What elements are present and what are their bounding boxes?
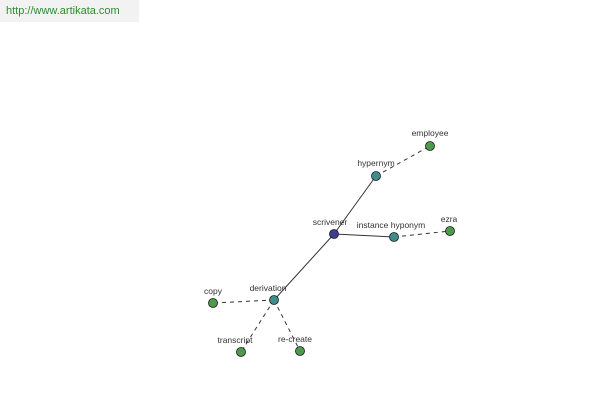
node-derivation[interactable] <box>269 295 279 305</box>
graph-edges <box>212 145 451 353</box>
label-hypernym: hypernym <box>357 158 394 168</box>
node-transcript[interactable] <box>236 347 246 357</box>
label-instance-hyponym: instance hyponym <box>357 220 426 230</box>
label-copy: copy <box>204 286 223 296</box>
graph-labels: scrivener hypernym employee instance hyp… <box>204 128 458 345</box>
node-hypernym[interactable] <box>371 171 381 181</box>
edge-hypernym-employee <box>375 145 431 177</box>
edge-derivation-copy <box>212 299 275 304</box>
edge-scrivener-instance-hyponym <box>333 233 395 238</box>
edge-derivation-re-create <box>273 299 301 352</box>
label-derivation: derivation <box>250 283 287 293</box>
node-ezra[interactable] <box>445 226 455 236</box>
node-instance-hyponym[interactable] <box>389 232 399 242</box>
node-copy[interactable] <box>208 298 218 308</box>
label-re-create: re-create <box>278 334 312 344</box>
graph-nodes <box>208 141 455 357</box>
node-scrivener[interactable] <box>329 229 339 239</box>
url-banner: http://www.artikata.com <box>0 0 139 22</box>
node-employee[interactable] <box>425 141 435 151</box>
edge-instance-hyponym-ezra <box>393 230 451 238</box>
edge-scrivener-derivation <box>273 233 335 301</box>
node-re-create[interactable] <box>295 346 305 356</box>
edge-derivation-transcript <box>240 299 275 353</box>
edge-scrivener-hypernym <box>333 175 377 235</box>
label-employee: employee <box>412 128 449 138</box>
site-url-link[interactable]: http://www.artikata.com <box>6 5 120 17</box>
label-ezra: ezra <box>441 214 458 224</box>
label-scrivener: scrivener <box>313 217 348 227</box>
label-transcript: transcript <box>218 335 254 345</box>
